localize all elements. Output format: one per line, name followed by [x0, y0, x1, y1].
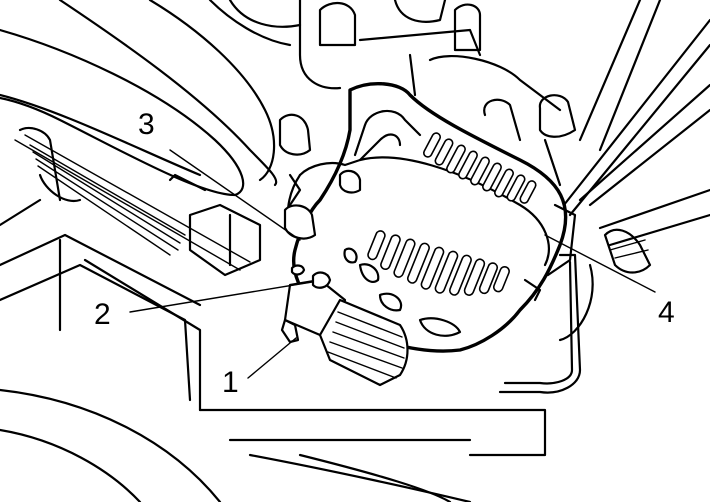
leader-line-2: [129, 281, 313, 313]
leader-lines: [129, 149, 656, 379]
leader-line-4: [544, 234, 656, 293]
connector-plug: [280, 264, 409, 387]
callout-label-1: 1: [222, 366, 239, 399]
lower-vent-slots: [367, 230, 510, 296]
leader-line-3: [169, 149, 301, 241]
alternator: [278, 81, 577, 353]
callout-label-4: 4: [658, 296, 675, 329]
top-vent-slots: [422, 132, 537, 204]
leader-line-1: [247, 337, 297, 379]
callout-label-2: 2: [94, 298, 111, 331]
callout-label-3: 3: [138, 108, 155, 141]
